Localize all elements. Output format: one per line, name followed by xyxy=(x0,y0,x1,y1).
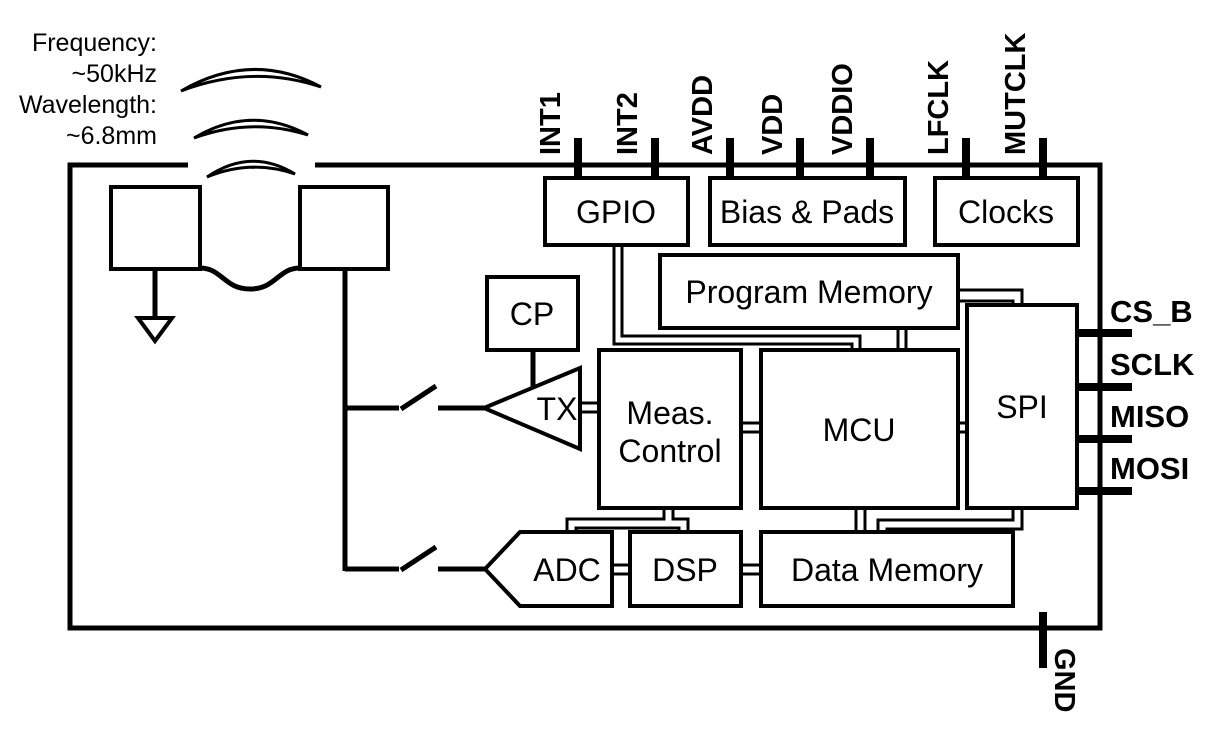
pin-label-int2: INT2 xyxy=(612,92,644,155)
annotation-line-3: Wavelength: xyxy=(19,91,157,119)
right-pin-labels: CS_B SCLK MISO MOSI xyxy=(1110,294,1195,486)
transducer-left-electrode xyxy=(109,185,202,271)
block-clocks xyxy=(933,176,1080,247)
block-cp xyxy=(485,275,580,352)
transducer-wires xyxy=(342,267,487,572)
block-data-memory xyxy=(759,530,1015,608)
top-pin-labels: INT1 INT2 AVDD VDD VDDIO LFCLK MUTCLK xyxy=(535,33,1032,155)
label-gpio: GPIO xyxy=(576,194,656,230)
label-cp: CP xyxy=(510,296,554,332)
pin-label-lfclk: LFCLK xyxy=(923,60,955,155)
block-bias-pads xyxy=(708,176,907,247)
label-control: Control xyxy=(618,433,721,469)
label-adc: ADC xyxy=(533,552,601,588)
block-labels: GPIO Bias & Pads Clocks Program Memory C… xyxy=(510,194,1054,588)
sound-waves-icon xyxy=(180,67,322,179)
pin-label-cs-b: CS_B xyxy=(1110,294,1193,329)
pin-label-miso: MISO xyxy=(1110,399,1189,434)
label-dsp: DSP xyxy=(652,552,718,588)
label-spi: SPI xyxy=(996,389,1048,425)
block-tx-amplifier xyxy=(478,365,582,453)
annotation: Frequency: ~50kHz Wavelength: ~6.8mm xyxy=(19,29,157,150)
label-program-memory: Program Memory xyxy=(685,274,932,310)
pin-stubs xyxy=(574,138,1132,668)
block-gpio xyxy=(543,176,690,247)
block-spi xyxy=(965,303,1079,510)
label-clocks: Clocks xyxy=(958,194,1054,230)
bus-connectors xyxy=(565,246,1024,576)
pin-label-avdd: AVDD xyxy=(687,75,719,155)
label-mcu: MCU xyxy=(823,412,896,448)
pin-label-sclk: SCLK xyxy=(1110,347,1195,382)
block-mcu xyxy=(759,348,960,510)
annotation-line-2: ~50kHz xyxy=(72,60,157,88)
pin-label-mutclk: MUTCLK xyxy=(1000,33,1032,155)
block-program-memory xyxy=(658,253,960,330)
block-dsp xyxy=(628,530,743,608)
block-meas-control xyxy=(597,348,743,510)
pin-label-vddio: VDDIO xyxy=(827,63,859,155)
label-data-memory: Data Memory xyxy=(791,552,983,588)
pin-label-mosi: MOSI xyxy=(1110,451,1189,486)
transducer xyxy=(109,185,390,292)
label-tx: TX xyxy=(537,391,578,427)
tx-switch-icon xyxy=(399,383,438,412)
adc-switch-icon xyxy=(399,544,438,573)
annotation-line-4: ~6.8mm xyxy=(66,122,157,150)
pin-label-gnd: GND xyxy=(1048,648,1080,712)
label-bias-pads: Bias & Pads xyxy=(720,194,894,230)
annotation-line-1: Frequency: xyxy=(32,29,157,57)
label-meas: Meas. xyxy=(626,395,713,431)
membrane-wire xyxy=(199,265,301,292)
block-adc xyxy=(482,530,614,608)
transducer-right-electrode xyxy=(298,185,390,271)
ground-symbol xyxy=(134,269,176,345)
pin-label-vdd: VDD xyxy=(757,94,789,155)
pin-label-int1: INT1 xyxy=(535,92,567,155)
